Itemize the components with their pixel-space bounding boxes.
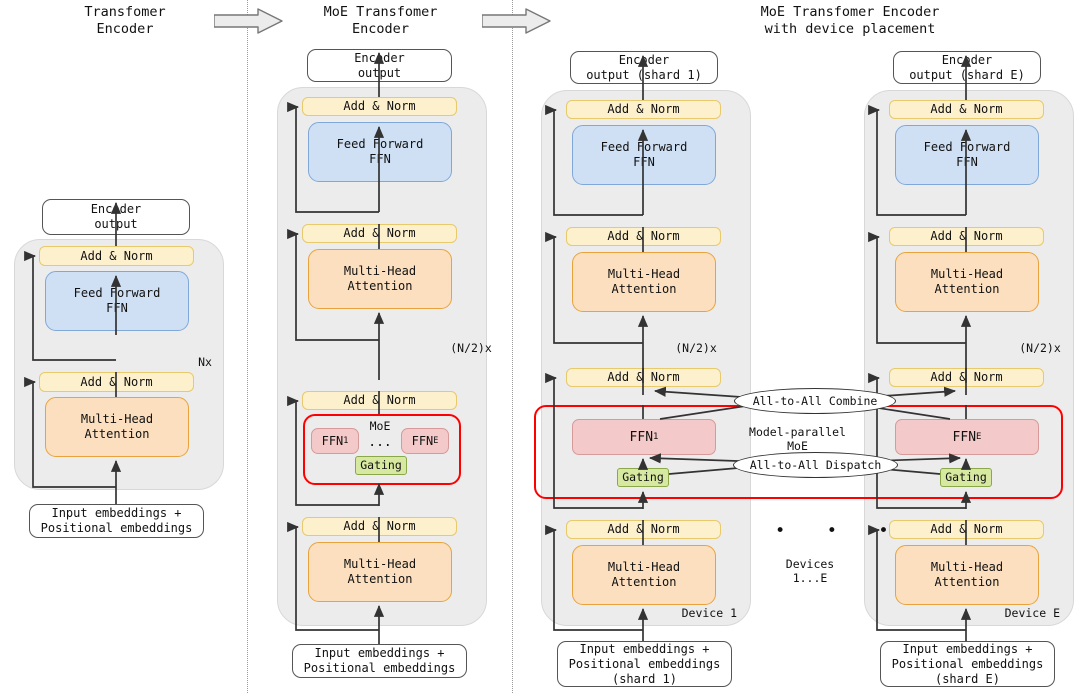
p2-add-norm-moe: Add & Norm (302, 391, 457, 410)
p3-devices-range-label: Devices 1...E (785, 557, 835, 585)
p2-expert-ffn-e-sub: E (433, 435, 439, 446)
p2-moe-label: MoE (369, 419, 391, 433)
p3-model-parallel-moe-label: Model-parallel MoE (749, 425, 846, 453)
p2-add-norm-top: Add & Norm (302, 97, 457, 116)
p2-add-norm-bottom: Add & Norm (302, 517, 457, 536)
p3-devices-ellipsis: • • • (775, 521, 896, 541)
p1-add-norm-bottom: Add & Norm (39, 372, 194, 392)
p3de-add-norm-mid-upper: Add & Norm (889, 227, 1044, 246)
p3de-add-norm-moe: Add & Norm (889, 368, 1044, 387)
p2-moe-ellipsis: ... (368, 435, 392, 450)
p1-repeat-label: Nx (198, 355, 212, 369)
p3d1-add-norm-top: Add & Norm (566, 100, 721, 119)
p3de-add-norm-top: Add & Norm (889, 100, 1044, 119)
p1-input-embeddings-box: Input embeddings + Positional embeddings (29, 504, 204, 538)
panel-divider-1 (247, 0, 248, 693)
panel-title-moe-transformer-encoder: MoE Transfomer Encoder (323, 4, 438, 37)
p3d1-repeat-label: (N/2)x (675, 341, 717, 355)
p3d1-add-norm-moe: Add & Norm (566, 368, 721, 387)
p3d1-multi-head-attention-upper: Multi-Head Attention (572, 252, 716, 312)
p3de-add-norm-bottom: Add & Norm (889, 520, 1044, 539)
p2-encoder-output-box: Encoder output (307, 49, 452, 82)
p3d1-device-label: Device 1 (681, 606, 737, 620)
panel-title-moe-device-placement: MoE Transfomer Encoder with device place… (760, 4, 940, 37)
p3d1-add-norm-bottom: Add & Norm (566, 520, 721, 539)
p1-add-norm-top: Add & Norm (39, 246, 194, 266)
p3d1-multi-head-attention-lower: Multi-Head Attention (572, 545, 716, 605)
p3d1-add-norm-mid-upper: Add & Norm (566, 227, 721, 246)
p3-all-to-all-combine-badge: All-to-All Combine (734, 388, 896, 414)
p2-expert-ffn-e-label: FFN (411, 433, 434, 448)
p3d1-feed-forward-ffn: Feed Forward FFN (572, 125, 716, 185)
p2-gating: Gating (355, 456, 407, 475)
p3d1-encoder-output-box: Encoder output (shard 1) (570, 51, 718, 84)
p3d1-input-embeddings-box: Input embeddings + Positional embeddings… (557, 641, 732, 687)
p3de-feed-forward-ffn: Feed Forward FFN (895, 125, 1039, 185)
p1-feed-forward-ffn: Feed Forward FFN (45, 271, 189, 331)
p2-add-norm-mid-upper: Add & Norm (302, 224, 457, 243)
p2-feed-forward-ffn: Feed Forward FFN (308, 122, 452, 182)
p3d1-expert-ffn-1-sub: 1 (653, 431, 659, 442)
p3de-multi-head-attention-upper: Multi-Head Attention (895, 252, 1039, 312)
p3de-repeat-label: (N/2)x (1019, 341, 1061, 355)
p2-repeat-label: (N/2)x (450, 341, 492, 355)
p3de-input-embeddings-box: Input embeddings + Positional embeddings… (880, 641, 1055, 687)
p1-encoder-output-box: Encoder output (42, 199, 190, 235)
p2-expert-ffn-1-sub: 1 (343, 435, 349, 446)
p3-all-to-all-dispatch-badge: All-to-All Dispatch (733, 452, 898, 478)
p3de-expert-ffn-e-sub: E (976, 431, 982, 442)
p1-multi-head-attention: Multi-Head Attention (45, 397, 189, 457)
transition-arrow-2 (482, 8, 551, 34)
p3de-multi-head-attention-lower: Multi-Head Attention (895, 545, 1039, 605)
p3de-device-label: Device E (1004, 606, 1060, 620)
transition-arrow-1 (214, 8, 283, 34)
p3de-encoder-output-box: Encoder output (shard E) (893, 51, 1041, 84)
p2-multi-head-attention-upper: Multi-Head Attention (308, 249, 452, 309)
p2-input-embeddings-box: Input embeddings + Positional embeddings (292, 644, 467, 678)
panel-divider-2 (512, 0, 513, 693)
panel-title-transformer-encoder: Transfomer Encoder (84, 4, 166, 37)
p2-multi-head-attention-lower: Multi-Head Attention (308, 542, 452, 602)
p2-expert-ffn-1-label: FFN (321, 433, 344, 448)
